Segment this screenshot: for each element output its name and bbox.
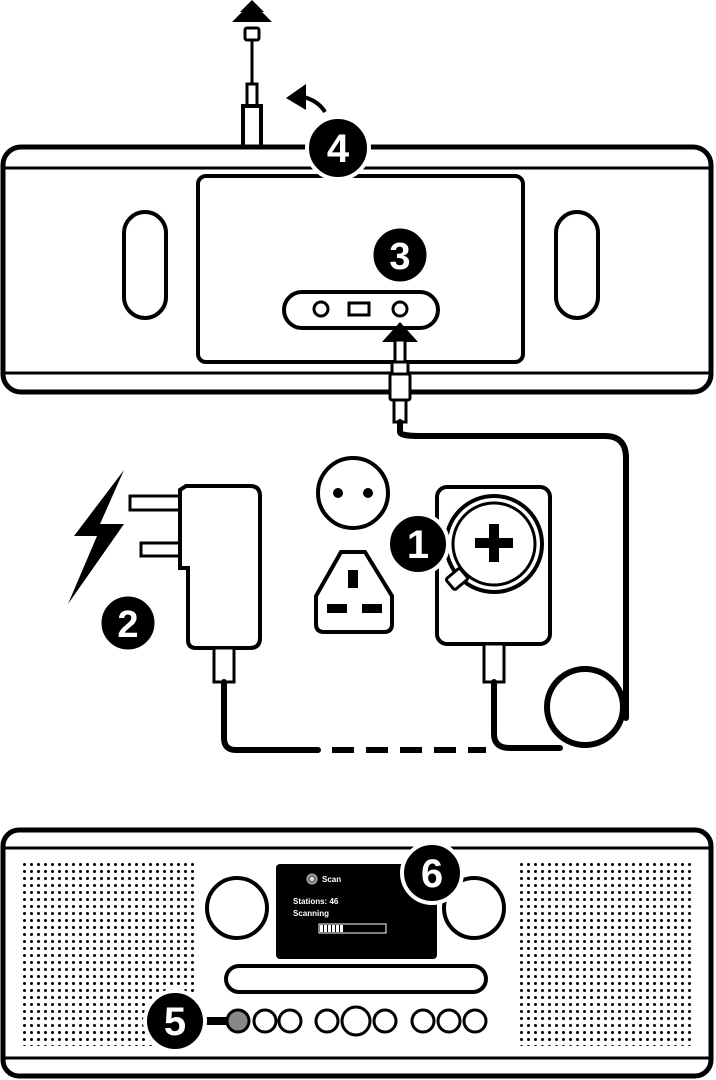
radio-front-view: Scan Stations: 46 Scanning	[3, 830, 711, 1076]
front-button-3[interactable]	[279, 1010, 301, 1032]
power-button[interactable]	[227, 1010, 249, 1032]
rear-panel	[198, 176, 523, 362]
cd-slot[interactable]	[226, 966, 486, 992]
svg-text:2: 2	[117, 604, 138, 646]
progress-segment	[336, 925, 339, 932]
connector-strip	[284, 292, 438, 328]
display-stations: Stations: 46	[293, 897, 339, 906]
uk-plug-face	[316, 552, 392, 632]
front-button-7[interactable]	[412, 1010, 434, 1032]
svg-text:1: 1	[407, 523, 429, 567]
power-adapter-front	[437, 487, 560, 748]
eu-plug-face	[318, 458, 388, 528]
svg-text:5: 5	[164, 1000, 186, 1044]
front-button-4[interactable]	[316, 1010, 338, 1032]
progress-segment	[320, 925, 323, 932]
svg-text:3: 3	[389, 236, 410, 278]
usb-port[interactable]	[349, 303, 369, 315]
aux-socket[interactable]	[314, 302, 328, 316]
progress-segment	[340, 925, 343, 932]
progress-segment	[324, 925, 327, 932]
svg-text:4: 4	[327, 127, 350, 171]
step-badge-1: 1	[388, 514, 448, 574]
up-arrow-icon	[232, 2, 272, 22]
speaker-grille-right	[516, 862, 692, 1046]
front-button-8[interactable]	[438, 1010, 460, 1032]
progress-segment	[328, 925, 331, 932]
step-badge-2: 2	[100, 595, 156, 651]
bass-port-left	[124, 212, 166, 318]
svg-text:6: 6	[421, 852, 443, 896]
radio-rear-view	[3, 0, 711, 392]
front-button-9[interactable]	[464, 1010, 486, 1032]
step-badge-3: 3	[372, 227, 428, 283]
step-badge-6: 6	[402, 843, 462, 903]
display-title: Scan	[322, 875, 341, 884]
display-status: Scanning	[293, 909, 329, 918]
front-button-6[interactable]	[374, 1010, 396, 1032]
front-button-5[interactable]	[342, 1007, 370, 1035]
step-badge-5: 5	[145, 991, 205, 1051]
dc-power-socket[interactable]	[393, 302, 407, 316]
progress-segment	[332, 925, 335, 932]
scan-icon	[307, 874, 317, 884]
lightning-bolt-icon	[68, 470, 124, 604]
volume-knob[interactable]	[207, 878, 267, 938]
bass-port-right	[556, 212, 598, 318]
cable-coil	[547, 669, 623, 745]
step-badge-4: 4	[307, 117, 369, 179]
front-button-2[interactable]	[254, 1010, 276, 1032]
